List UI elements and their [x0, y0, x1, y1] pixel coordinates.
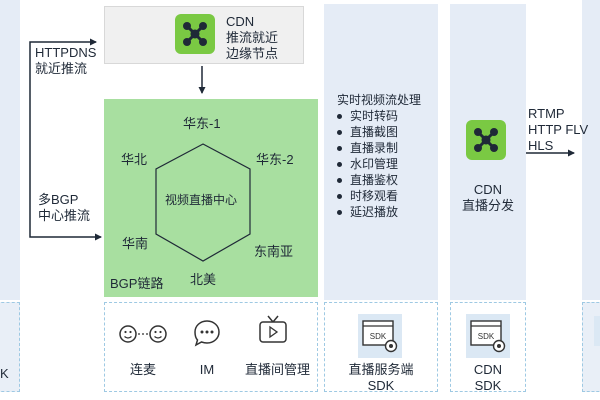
bgp-footer-label: BGP链路 — [110, 276, 164, 291]
right-edge-icon — [594, 316, 600, 346]
svg-text:SDK: SDK — [370, 332, 387, 341]
chat-icon — [192, 318, 222, 353]
bgp-center-label: 视频直播中心 — [165, 193, 238, 207]
features-box — [104, 302, 318, 392]
cdn-sdk-icon-wrap: SDK — [466, 314, 510, 358]
processing-list: 实时转码 直播截图 直播录制 水印管理 直播鉴权 时移观看 延迟播放 — [337, 108, 398, 220]
svg-text:SDK: SDK — [478, 332, 495, 341]
processing-item: 直播录制 — [337, 140, 398, 156]
cdn-sdk-label: CDN SDK — [473, 362, 503, 393]
server-sdk-box — [324, 302, 438, 392]
left-edge-sdk-box — [0, 302, 20, 392]
bgp-node-upper-left: 华北 — [121, 152, 148, 167]
left-edge-text: K — [0, 366, 9, 381]
protocol-http-flv: HTTP FLV — [528, 122, 589, 137]
processing-item: 直播鉴权 — [337, 172, 398, 188]
protocol-list: RTMP HTTP FLV HLS — [528, 106, 588, 154]
protocol-hls: HLS — [528, 138, 554, 153]
cdn-dist-text: CDN 直播分发 — [461, 182, 514, 213]
bgp-node-lower-left: 华南 — [122, 236, 149, 251]
cdn-edge-icon — [175, 14, 215, 54]
protocol-rtmp: RTMP — [528, 106, 565, 121]
server-sdk-icon-wrap: SDK — [358, 314, 402, 358]
cdn-edge-text: CDN 推流就近 边缘节点 — [226, 14, 279, 61]
server-sdk-label: 直播服务端 SDK — [348, 362, 414, 393]
arrow-multi-bgp — [29, 180, 102, 241]
processing-item: 延迟播放 — [337, 204, 398, 220]
co-stream-label: 连麦 — [129, 362, 156, 377]
processing-item: 实时转码 — [337, 108, 398, 124]
label-multi-bgp: 多BGP 中心推流 — [38, 192, 91, 223]
bgp-box — [104, 99, 318, 297]
bgp-node-upper-right: 华东-2 — [256, 152, 294, 167]
arrow-httpdns — [29, 38, 97, 180]
right-edge-panel — [582, 0, 600, 300]
bgp-node-lower-right: 东南亚 — [254, 244, 294, 259]
cdn-sdk-box — [450, 302, 526, 392]
bgp-node-top: 华东-1 — [183, 116, 221, 131]
tv-icon — [258, 314, 288, 351]
processing-panel — [324, 4, 438, 300]
co-stream-icon — [118, 320, 168, 353]
tv-label: 直播间管理 — [245, 362, 311, 377]
cdn-dist-icon — [466, 120, 506, 160]
processing-item: 直播截图 — [337, 124, 398, 140]
bgp-hexagon — [155, 143, 251, 262]
processing-title: 实时视频流处理 — [337, 93, 422, 107]
bgp-node-bottom: 北美 — [190, 272, 217, 287]
left-edge-panel — [0, 0, 20, 300]
processing-item: 水印管理 — [337, 156, 398, 172]
label-httpdns: HTTPDNS 就近推流 — [35, 45, 97, 76]
processing-item: 时移观看 — [337, 188, 398, 204]
chat-label: IM — [199, 362, 215, 377]
